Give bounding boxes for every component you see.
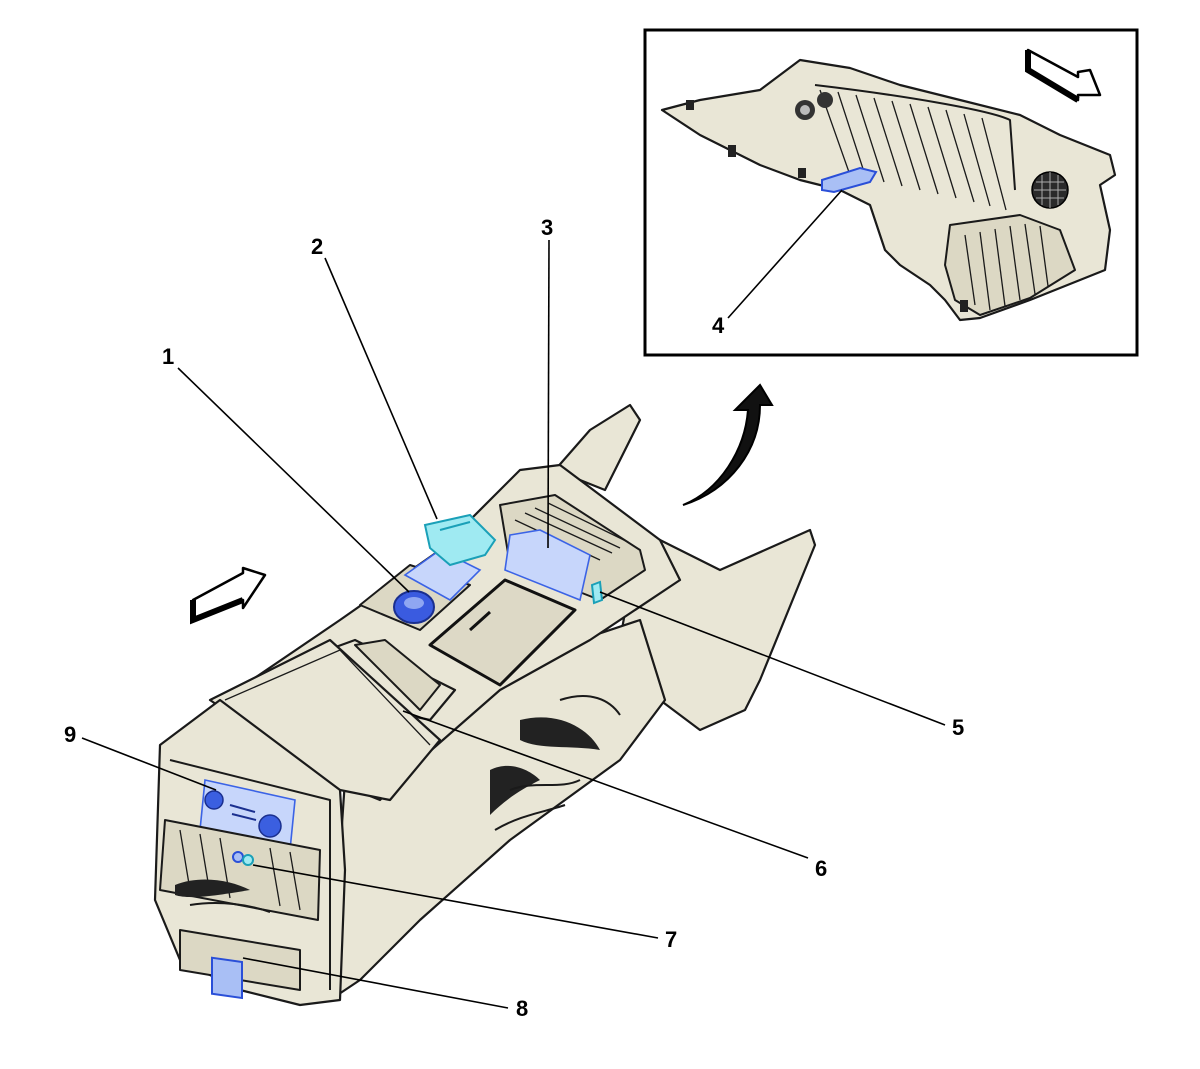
leader-4 [727, 189, 843, 319]
callout-2: 2 [311, 234, 323, 259]
inset-direction-arrow-icon [1025, 48, 1102, 103]
leader-8 [242, 957, 509, 1009]
part-7-indicator-b [242, 854, 254, 866]
part-3-highlight [504, 529, 591, 602]
inset-view [643, 28, 1139, 357]
side-floor-texture [490, 695, 621, 831]
leader-5 [599, 591, 946, 726]
leader-lines [81, 189, 946, 1009]
callout-8: 8 [516, 996, 528, 1021]
part-8-highlight [211, 956, 243, 1000]
rotation-arrow-icon [682, 383, 774, 506]
leader-9 [81, 737, 217, 791]
center-console [153, 403, 817, 1007]
callout-4: 4 [712, 313, 725, 338]
direction-arrow-icon [190, 566, 267, 625]
part-2-highlight [423, 513, 497, 567]
inset-console-underside [660, 58, 1117, 322]
part-7-indicator-a [232, 851, 244, 863]
leader-3 [547, 239, 550, 549]
part-5-highlight [590, 580, 604, 605]
callout-6: 6 [815, 856, 827, 881]
leader-7 [252, 864, 659, 939]
leader-6 [402, 710, 809, 859]
part-4-highlight [821, 166, 878, 194]
callout-7: 7 [665, 927, 677, 952]
leader-1 [177, 367, 410, 593]
storage-lid [428, 578, 577, 687]
callout-5: 5 [952, 715, 964, 740]
callout-9: 9 [64, 722, 76, 747]
callout-labels: 1 2 3 4 5 6 7 8 9 [64, 215, 964, 1021]
callout-3: 3 [541, 215, 553, 240]
leader-2 [324, 257, 438, 520]
callout-1: 1 [162, 344, 174, 369]
